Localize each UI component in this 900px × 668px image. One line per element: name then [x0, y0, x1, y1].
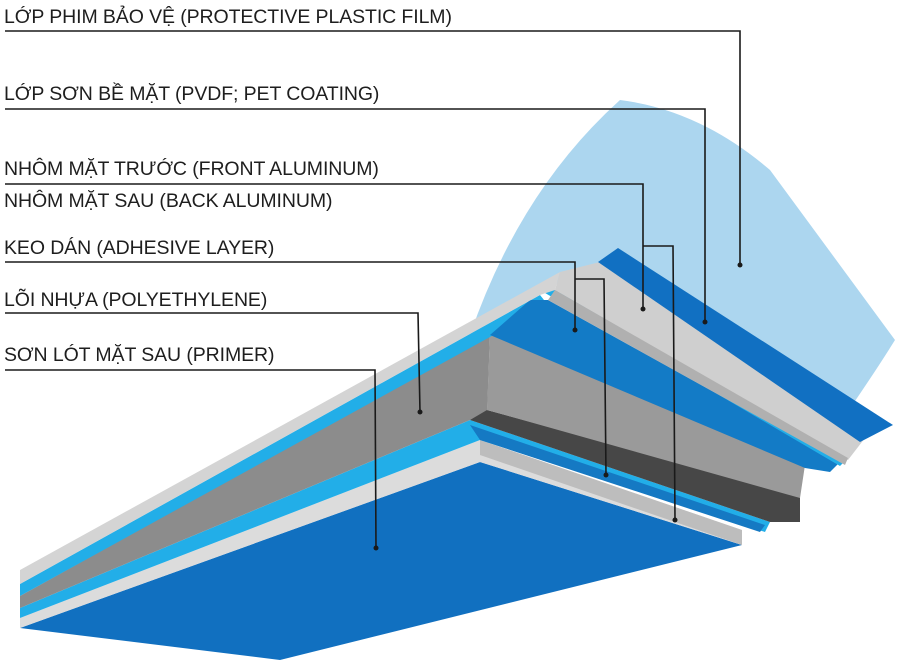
coating-strip: [598, 248, 893, 442]
label-back-aluminum: NHÔM MẶT SAU (BACK ALUMINUM): [4, 190, 333, 212]
leader-dot: [672, 517, 678, 523]
leader-dots: [373, 262, 743, 551]
leader-primer: [5, 369, 377, 549]
leader-core: [5, 312, 421, 413]
front-aluminum-face-right: [555, 262, 865, 460]
front-aluminum-face-left: [20, 272, 560, 584]
label-primer: SƠN LÓT MẶT SAU (PRIMER): [4, 344, 275, 366]
back-aluminum-face: [20, 440, 742, 628]
lower-adhesive-blue: [470, 425, 765, 532]
leader-dot: [373, 545, 379, 551]
label-adhesive-layer: KEO DÁN (ADHESIVE LAYER): [4, 237, 275, 259]
leader-dot: [640, 306, 646, 312]
leader-film: [5, 30, 741, 265]
protective-film-shape: [470, 100, 895, 430]
core-face-right: [487, 330, 805, 498]
front-adhesive-face: [20, 295, 548, 596]
leader-back-aluminum: [643, 245, 676, 521]
leader-coating: [5, 108, 706, 322]
leader-front-aluminum: [5, 183, 644, 309]
leader-adhesive: [5, 261, 576, 330]
label-surface-coating: LỚP SƠN BỀ MẶT (PVDF; PET COATING): [4, 83, 380, 105]
leader-dot: [603, 472, 609, 478]
primer-face: [20, 462, 742, 660]
label-front-aluminum: NHÔM MẶT TRƯỚC (FRONT ALUMINUM): [4, 158, 379, 180]
leader-dot: [417, 409, 423, 415]
leader-dot: [572, 327, 578, 333]
core-face-dark: [470, 410, 800, 522]
leader-lines: [5, 30, 741, 549]
front-aluminum-edge: [548, 290, 848, 465]
front-adhesive-blue: [490, 300, 840, 472]
leader-adhesive-branch: [575, 278, 607, 476]
leader-dot: [702, 319, 708, 325]
leader-dot: [737, 262, 743, 268]
label-protective-film: LỚP PHIM BẢO VỆ (PROTECTIVE PLASTIC FILM…: [4, 6, 452, 28]
core-face-left: [20, 335, 490, 608]
label-polyethylene-core: LÕI NHỰA (POLYETHYLENE): [4, 289, 268, 311]
